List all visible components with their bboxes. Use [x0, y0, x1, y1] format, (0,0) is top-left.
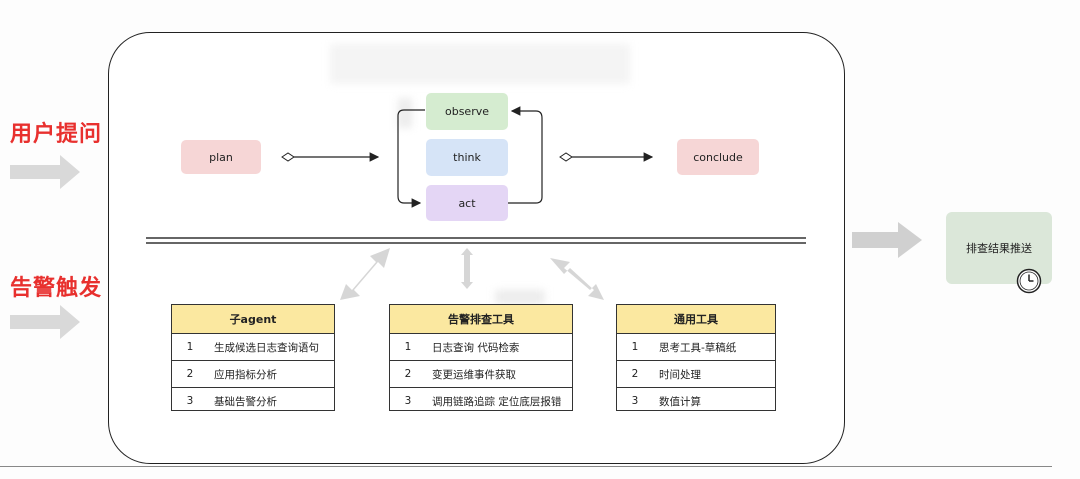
blurred-region — [330, 44, 630, 84]
row-number: 1 — [404, 341, 412, 353]
table-row: 3 基础告警分析 — [172, 388, 334, 414]
table-row: 3 调用链路追踪 定位底层报错 — [390, 388, 572, 414]
plan-diamond — [281, 152, 295, 162]
row-text: 生成候选日志查询语句 — [214, 341, 319, 354]
think-node: think — [426, 139, 508, 176]
table-header: 告警排查工具 — [390, 305, 572, 334]
row-number: 3 — [186, 395, 194, 407]
table-header: 通用工具 — [617, 305, 775, 334]
row-number: 2 — [631, 368, 639, 380]
blurred-region — [398, 98, 412, 128]
blurred-region — [495, 290, 545, 304]
table-row: 1 生成候选日志查询语句 — [172, 334, 334, 361]
conclude-diamond — [559, 152, 573, 162]
conclude-node: conclude — [677, 139, 759, 175]
table-row: 2 时间处理 — [617, 361, 775, 388]
table-row: 2 变更运维事件获取 — [390, 361, 572, 388]
row-text: 日志查询 代码检索 — [432, 341, 520, 354]
row-number: 2 — [404, 368, 412, 380]
row-text: 应用指标分析 — [214, 368, 277, 381]
row-text: 调用链路追踪 定位底层报错 — [432, 395, 562, 408]
observe-node: observe — [426, 93, 508, 130]
row-text: 思考工具-草稿纸 — [659, 341, 737, 354]
table-header: 子agent — [172, 305, 334, 334]
loop-right-path — [508, 106, 543, 204]
user-input-arrow — [10, 155, 80, 189]
table-row: 1 日志查询 代码检索 — [390, 334, 572, 361]
sub-agent-table: 子agent 1 生成候选日志查询语句 2 应用指标分析 3 基础告警分析 — [171, 304, 335, 411]
loop-left-path — [397, 109, 425, 208]
row-number: 3 — [404, 395, 412, 407]
row-text: 时间处理 — [659, 368, 701, 381]
general-tools-table: 通用工具 1 思考工具-草稿纸 2 时间处理 3 数值计算 — [616, 304, 776, 411]
table-row: 3 数值计算 — [617, 388, 775, 414]
plan-node: plan — [181, 140, 261, 174]
row-text: 变更运维事件获取 — [432, 368, 516, 381]
output-arrow — [852, 222, 922, 258]
row-number: 2 — [186, 368, 194, 380]
alert-trigger-label: 告警触发 — [10, 276, 103, 301]
bottom-rule — [0, 466, 1052, 467]
table-row: 1 思考工具-草稿纸 — [617, 334, 775, 361]
clock-icon — [1016, 268, 1042, 294]
user-question-label: 用户提问 — [10, 122, 103, 147]
row-text: 基础告警分析 — [214, 395, 277, 408]
act-node: act — [426, 185, 508, 221]
alert-input-arrow — [10, 305, 80, 339]
alert-tools-table: 告警排查工具 1 日志查询 代码检索 2 变更运维事件获取 3 调用链路追踪 定位底层… — [389, 304, 573, 411]
row-number: 1 — [631, 341, 639, 353]
table-row: 2 应用指标分析 — [172, 361, 334, 388]
row-text: 数值计算 — [659, 395, 701, 408]
bidirectional-arrows — [340, 248, 604, 300]
row-number: 1 — [186, 341, 194, 353]
row-number: 3 — [631, 395, 639, 407]
